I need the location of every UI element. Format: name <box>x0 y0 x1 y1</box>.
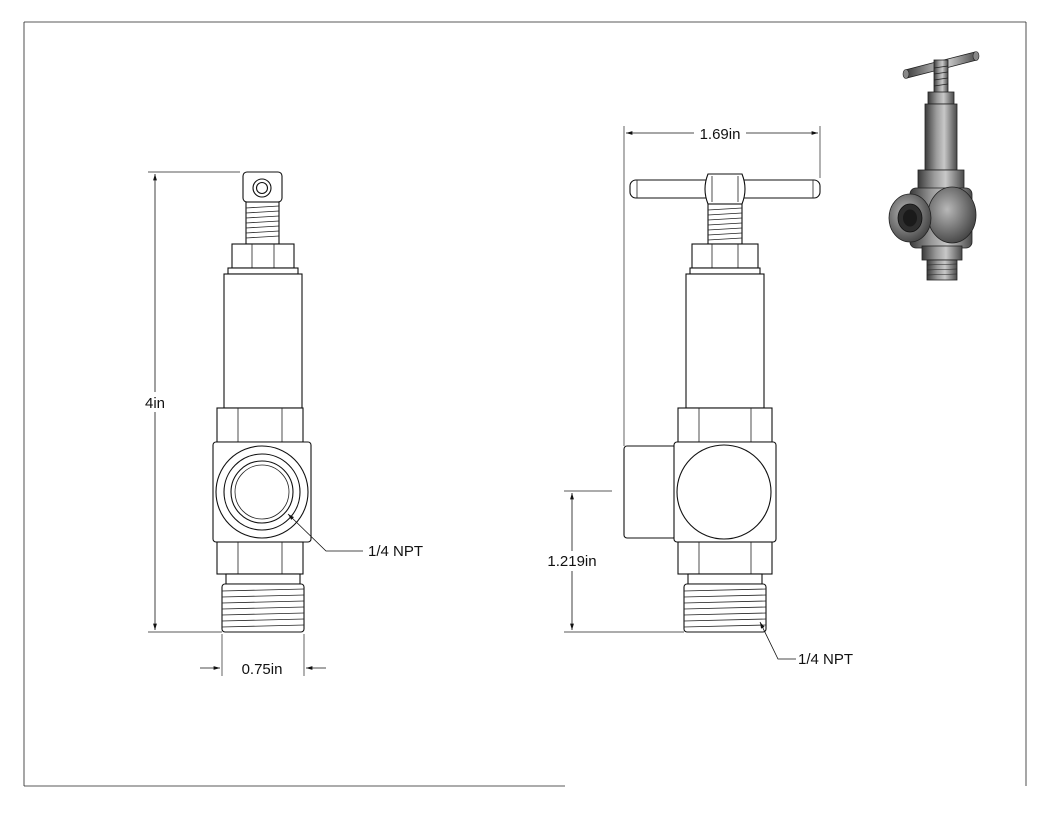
leader-bottom-thread <box>759 621 796 660</box>
dim-port-height <box>542 490 684 633</box>
dim-body-width <box>200 634 326 676</box>
bottom-threads <box>221 588 305 628</box>
side-bottom-threads <box>683 588 767 628</box>
dim-handle-span <box>623 123 821 446</box>
bottom-thread-label: 1/4 NPT <box>798 651 853 668</box>
handle-span-label: 1.69in <box>700 126 741 143</box>
sheet-border <box>23 21 1027 787</box>
leader-side-port <box>287 513 363 552</box>
stem-threads <box>245 205 280 239</box>
side-view <box>623 173 821 633</box>
front-view <box>212 171 312 633</box>
dim-overall-height <box>140 171 240 633</box>
body-width-label: 0.75in <box>242 661 283 678</box>
side-stem-threads <box>707 207 743 241</box>
overall-height-label: 4in <box>145 395 165 412</box>
port-height-label: 1.219in <box>547 553 596 570</box>
side-port-thread-label: 1/4 NPT <box>368 543 423 560</box>
isometric-render <box>888 51 980 281</box>
